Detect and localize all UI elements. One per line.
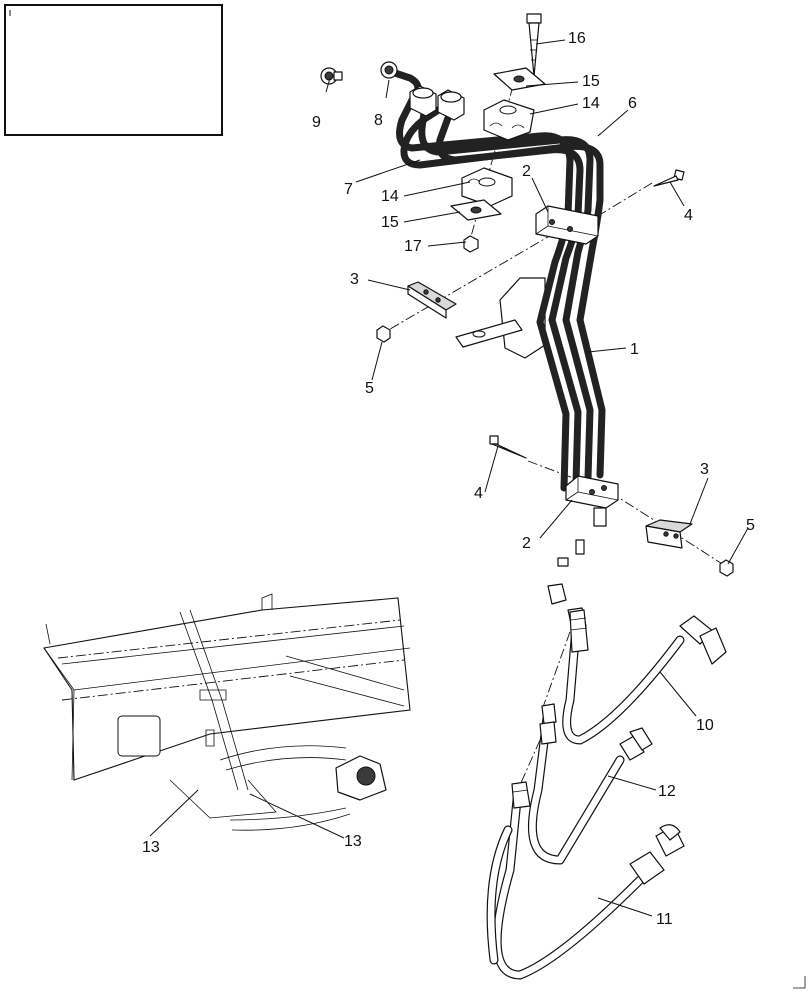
callout-3-lower: 3 bbox=[700, 461, 709, 478]
callout-13-left: 13 bbox=[142, 839, 160, 856]
hose-end-fittings bbox=[511, 609, 727, 885]
callout-7: 7 bbox=[344, 181, 353, 198]
callout-9: 9 bbox=[312, 114, 321, 131]
tube-clamp-item-2-upper bbox=[535, 205, 599, 245]
plate-item-15-upper bbox=[493, 67, 546, 91]
callout-3-upper: 3 bbox=[350, 271, 359, 288]
frame-locator-view bbox=[43, 593, 411, 831]
tube-clamp-item-2-lower bbox=[565, 475, 619, 509]
nut-item-17 bbox=[463, 235, 479, 253]
plate-item-15-lower bbox=[450, 199, 502, 221]
callout-17: 17 bbox=[404, 238, 422, 255]
tube-end-fittings bbox=[409, 85, 465, 121]
inset-frame bbox=[4, 4, 223, 136]
lower-tube-fittings bbox=[547, 507, 607, 629]
pipe-mounting-bracket bbox=[455, 277, 546, 359]
callout-15-upper: 15 bbox=[582, 73, 600, 90]
callout-13-right: 13 bbox=[344, 833, 362, 850]
leader-lines bbox=[149, 39, 749, 917]
callout-8: 8 bbox=[374, 112, 383, 129]
callout-4-upper: 4 bbox=[684, 207, 693, 224]
callout-14-lower: 14 bbox=[381, 188, 399, 205]
callout-12: 12 bbox=[658, 783, 676, 800]
callout-5-upper: 5 bbox=[365, 380, 374, 397]
callout-11: 11 bbox=[656, 911, 673, 928]
nut-item-5-upper bbox=[376, 325, 391, 343]
cap-item-9 bbox=[320, 67, 343, 85]
clamp-half-item-14-lower bbox=[461, 167, 513, 207]
callout-10: 10 bbox=[696, 717, 714, 734]
callout-4-lower: 4 bbox=[474, 485, 483, 502]
assembly-centerlines bbox=[384, 85, 725, 786]
bolt-item-4-upper bbox=[653, 169, 685, 187]
clamp-half-item-14-upper bbox=[483, 99, 535, 141]
bolt-item-4-lower bbox=[489, 435, 527, 459]
crop-mark bbox=[793, 976, 806, 989]
hose-assemblies bbox=[486, 623, 685, 980]
callout-1: 1 bbox=[630, 341, 639, 358]
bracket-item-3-upper bbox=[407, 281, 457, 319]
nut-item-5-lower bbox=[719, 559, 734, 577]
callout-15-lower: 15 bbox=[381, 214, 399, 231]
fitting-item-8 bbox=[380, 61, 398, 79]
callout-2-lower: 2 bbox=[522, 535, 531, 552]
callout-14-upper: 14 bbox=[582, 95, 600, 112]
callout-5-lower: 5 bbox=[746, 517, 755, 534]
callout-labels: 16 15 14 6 9 8 7 14 15 17 2 4 3 5 1 4 3 … bbox=[142, 30, 755, 928]
callout-6: 6 bbox=[628, 95, 637, 112]
bracket-item-3-lower bbox=[645, 519, 693, 549]
callout-16: 16 bbox=[568, 30, 586, 47]
bolt-item-16 bbox=[526, 13, 542, 77]
callout-2-upper: 2 bbox=[522, 163, 531, 180]
